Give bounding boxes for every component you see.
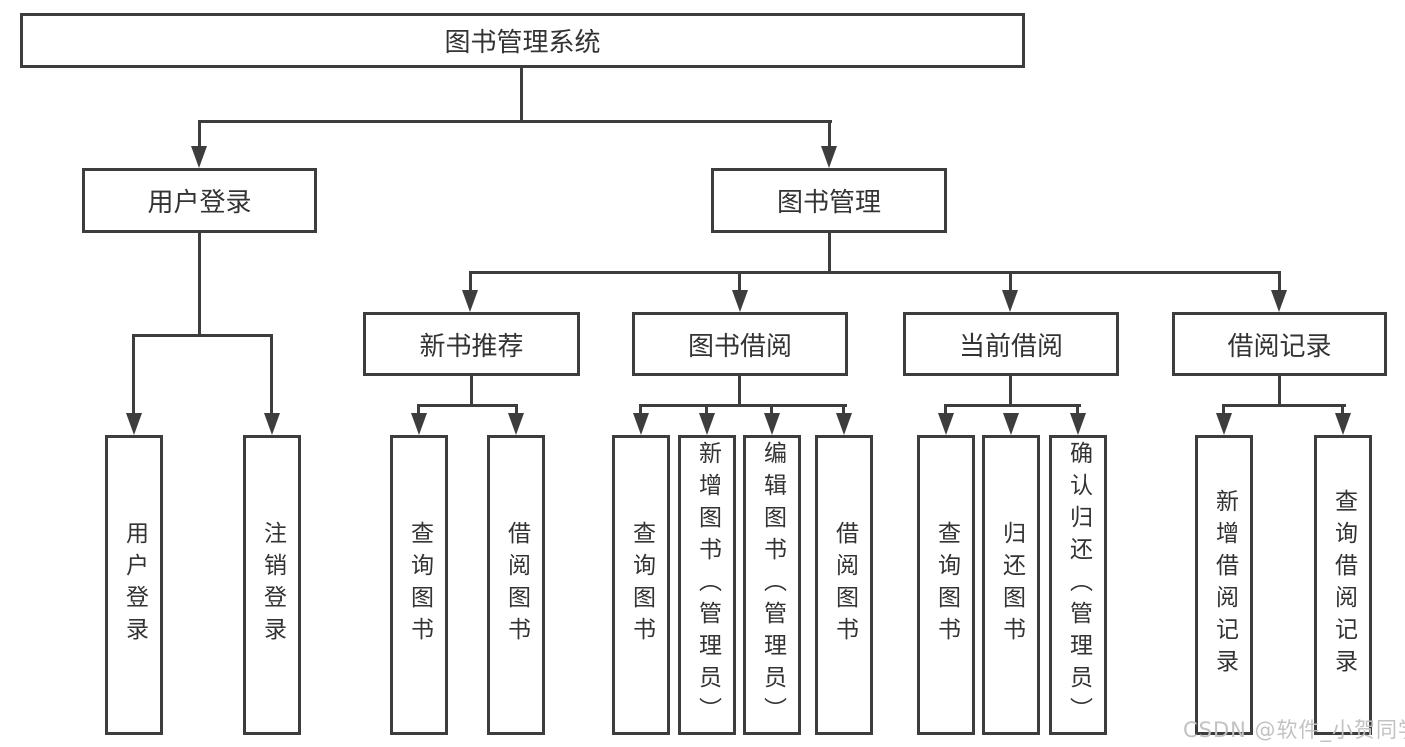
connector-book-borrowing-split xyxy=(639,404,847,407)
node-leaf-bb-add-books-admin-label: 新增图书（管理员） xyxy=(694,441,721,729)
node-book-management-label: 图书管理 xyxy=(776,188,881,218)
node-leaf-bb-borrow-books-label: 借阅图书 xyxy=(831,521,858,649)
node-leaf-user-login: 用户登录 xyxy=(105,435,163,735)
arrow-to-leaf-bb-query xyxy=(633,413,649,435)
connector-to-leaf-bb-add xyxy=(705,404,708,415)
connector-user-login-stem xyxy=(198,231,201,337)
node-leaf-cb-query-books-label: 查询图书 xyxy=(933,521,960,649)
node-leaf-br-add-record-label: 新增借阅记录 xyxy=(1211,489,1238,681)
node-new-book-recommend-label: 新书推荐 xyxy=(419,331,524,362)
arrow-to-leaf-user-login xyxy=(126,413,142,435)
connector-to-leaf-br-add xyxy=(1222,404,1225,415)
node-leaf-cb-confirm-return-admin: 确认归还（管理员） xyxy=(1049,435,1107,735)
connector-to-leaf-cb-query xyxy=(944,404,947,415)
node-leaf-cb-return-books: 归还图书 xyxy=(982,435,1040,735)
arrow-to-leaf-nbr-query xyxy=(411,413,427,435)
node-book-management-system-label: 图书管理系统 xyxy=(444,28,601,58)
arrow-to-user-login xyxy=(191,146,207,168)
arrow-to-book-borrowing xyxy=(732,290,748,312)
node-book-management: 图书管理 xyxy=(711,168,947,233)
connector-to-leaf-br-query xyxy=(1341,404,1344,415)
arrow-to-leaf-bb-borrow xyxy=(836,413,852,435)
node-leaf-nbr-borrow-books: 借阅图书 xyxy=(487,435,545,735)
arrow-to-borrowing-records xyxy=(1271,290,1287,312)
arrow-to-current-borrowing xyxy=(1002,290,1018,312)
arrow-to-leaf-br-add xyxy=(1216,413,1232,435)
node-leaf-cb-confirm-return-admin-label: 确认归还（管理员） xyxy=(1065,441,1092,729)
arrow-to-leaf-cb-confirm xyxy=(1070,413,1086,435)
arrow-to-new-book-recommend xyxy=(462,290,478,312)
connector-root-split xyxy=(198,120,832,123)
node-leaf-cb-query-books: 查询图书 xyxy=(917,435,975,735)
node-user-login: 用户登录 xyxy=(82,168,317,233)
node-leaf-br-query-record: 查询借阅记录 xyxy=(1314,435,1372,735)
arrow-to-leaf-bb-edit xyxy=(764,413,780,435)
connector-new-book-recommend-split xyxy=(417,404,518,407)
node-leaf-cb-return-books-label: 归还图书 xyxy=(998,521,1025,649)
arrow-to-leaf-logout xyxy=(264,413,280,435)
node-leaf-nbr-query-books: 查询图书 xyxy=(390,435,448,735)
connector-book-management-split xyxy=(469,271,1281,274)
node-book-borrowing-label: 图书借阅 xyxy=(687,331,792,362)
node-current-borrowing-label: 当前借阅 xyxy=(958,331,1063,362)
node-leaf-bb-edit-books-admin: 编辑图书（管理员） xyxy=(743,435,801,735)
connector-user-login-split xyxy=(132,334,273,337)
connector-borrowing-records-stem xyxy=(1278,374,1281,407)
connector-to-leaf-logout xyxy=(270,334,273,414)
arrow-to-book-management xyxy=(821,146,837,168)
node-borrowing-records-label: 借阅记录 xyxy=(1227,331,1332,362)
connector-to-book-borrowing xyxy=(738,271,741,291)
node-leaf-nbr-query-books-label: 查询图书 xyxy=(406,521,433,649)
node-leaf-logout: 注销登录 xyxy=(243,435,301,735)
arrow-to-leaf-cb-return xyxy=(1003,413,1019,435)
connector-current-borrowing-split xyxy=(944,404,1081,407)
connector-to-leaf-bb-query xyxy=(639,404,642,415)
node-new-book-recommend: 新书推荐 xyxy=(363,312,580,376)
arrow-to-leaf-bb-add xyxy=(699,413,715,435)
connector-to-user-login xyxy=(198,120,201,148)
arrow-to-leaf-nbr-borrow xyxy=(508,413,524,435)
connector-to-leaf-bb-borrow xyxy=(842,404,845,415)
node-leaf-bb-add-books-admin: 新增图书（管理员） xyxy=(678,435,736,735)
node-leaf-bb-borrow-books: 借阅图书 xyxy=(815,435,873,735)
node-book-borrowing: 图书借阅 xyxy=(632,312,848,376)
node-leaf-br-add-record: 新增借阅记录 xyxy=(1195,435,1253,735)
connector-to-leaf-nbr-borrow xyxy=(515,404,518,415)
connector-book-borrowing-stem xyxy=(738,374,741,407)
node-leaf-bb-query-books-label: 查询图书 xyxy=(628,521,655,649)
csdn-watermark: CSDN @软件_小贺同学 xyxy=(1183,718,1405,742)
connector-to-leaf-bb-edit xyxy=(770,404,773,415)
connector-current-borrowing-stem xyxy=(1009,374,1012,407)
node-book-management-system: 图书管理系统 xyxy=(20,13,1025,68)
node-leaf-bb-query-books: 查询图书 xyxy=(612,435,670,735)
node-leaf-bb-edit-books-admin-label: 编辑图书（管理员） xyxy=(759,441,786,729)
node-leaf-br-query-record-label: 查询借阅记录 xyxy=(1330,489,1357,681)
connector-to-borrowing-records xyxy=(1278,271,1281,291)
connector-to-leaf-user-login xyxy=(132,334,135,414)
connector-to-current-borrowing xyxy=(1009,271,1012,291)
node-current-borrowing: 当前借阅 xyxy=(903,312,1119,376)
connector-new-book-recommend-stem xyxy=(470,374,473,407)
node-leaf-user-login-label: 用户登录 xyxy=(121,521,148,649)
connector-to-leaf-nbr-query xyxy=(417,404,420,415)
arrow-to-leaf-cb-query xyxy=(938,413,954,435)
connector-to-new-book-recommend xyxy=(469,271,472,291)
connector-book-management-stem xyxy=(828,231,831,273)
node-user-login-label: 用户登录 xyxy=(147,188,252,218)
arrow-to-leaf-br-query xyxy=(1335,413,1351,435)
connector-borrowing-records-split xyxy=(1222,404,1346,407)
connector-to-leaf-cb-confirm xyxy=(1076,404,1079,415)
connector-root-stem xyxy=(520,67,523,120)
node-leaf-nbr-borrow-books-label: 借阅图书 xyxy=(503,521,530,649)
node-borrowing-records: 借阅记录 xyxy=(1172,312,1387,376)
connector-to-book-management xyxy=(828,120,831,148)
node-leaf-logout-label: 注销登录 xyxy=(259,521,286,649)
